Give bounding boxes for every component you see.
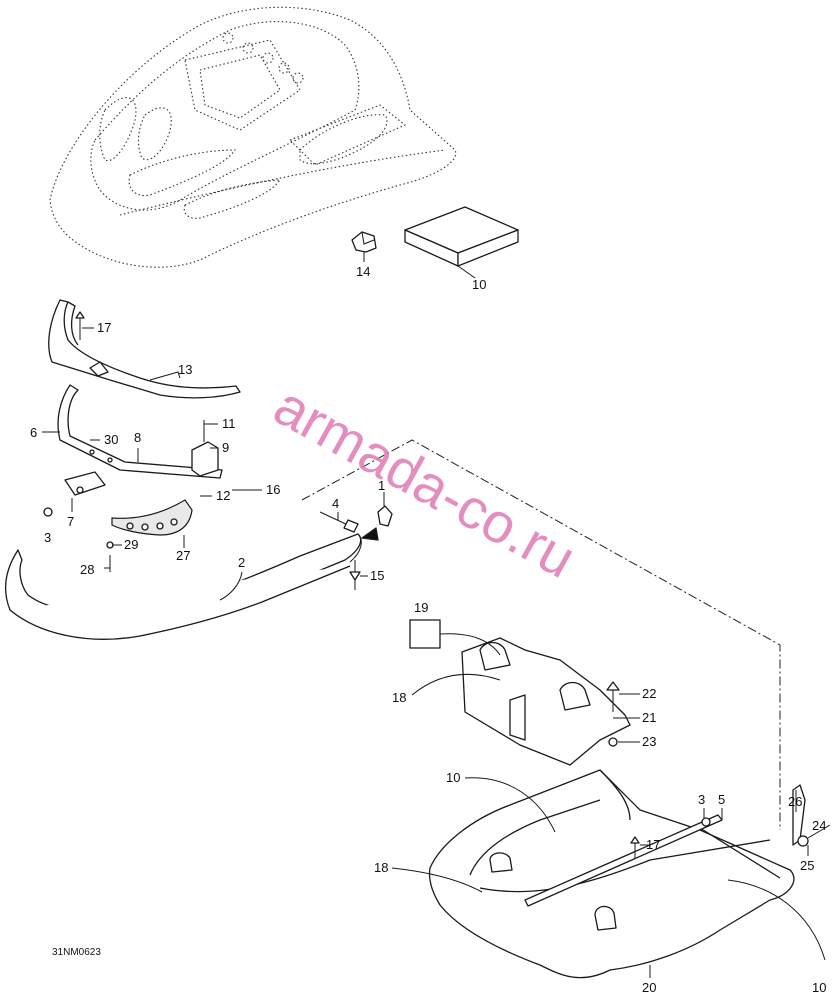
callout-14: 14 (356, 264, 370, 279)
callout-10-pan: 10 (812, 980, 826, 995)
part-4-bolt (319, 511, 359, 533)
callout-26: 26 (788, 794, 802, 809)
callout-30: 30 (104, 432, 118, 447)
part-17-screw-top (75, 311, 85, 340)
callout-10-lower: 10 (446, 770, 460, 785)
callout-18-lower: 18 (374, 860, 388, 875)
callout-3-left: 3 (44, 530, 51, 545)
callout-1: 1 (378, 478, 385, 493)
callout-29: 29 (124, 537, 138, 552)
callout-27: 27 (176, 548, 190, 563)
callout-17-top: 17 (97, 320, 111, 335)
callout-24: 24 (812, 818, 826, 833)
part-18-support-upper (461, 637, 631, 766)
part-15-screw (349, 560, 361, 590)
reference-line (301, 439, 781, 830)
callout-22: 22 (642, 686, 656, 701)
callout-8: 8 (134, 430, 141, 445)
callout-16: 16 (266, 482, 280, 497)
callout-2: 2 (238, 555, 245, 570)
part-1-clip (361, 505, 393, 541)
callout-7: 7 (67, 514, 74, 529)
part-14-clip (351, 231, 377, 253)
leader-lines (42, 252, 826, 978)
callout-12: 12 (216, 488, 230, 503)
part-22-21-23-fasteners (606, 681, 620, 747)
part-6-support (57, 384, 223, 479)
callout-20: 20 (642, 980, 656, 995)
callout-15: 15 (370, 568, 384, 583)
callout-18-upper: 18 (392, 690, 406, 705)
callout-11: 11 (222, 416, 236, 431)
callout-17-lower: 17 (646, 837, 660, 852)
drawing-code: 31NM0623 (52, 947, 101, 958)
callout-25: 25 (800, 858, 814, 873)
callout-3-right: 3 (698, 792, 705, 807)
callout-5: 5 (718, 792, 725, 807)
callouts: 14 10 17 13 11 6 30 8 9 16 12 4 1 7 3 29… (30, 264, 826, 995)
hood-outline (49, 6, 457, 268)
part-20-belly-pan (428, 769, 795, 979)
callout-6: 6 (30, 425, 37, 440)
part-7-bracket (64, 471, 106, 496)
part-2-bumper (4, 533, 362, 640)
callout-13: 13 (178, 362, 192, 377)
callout-23: 23 (642, 734, 656, 749)
part-19-label (409, 619, 441, 649)
part-13-plate (48, 299, 241, 399)
part-3-nut-left (43, 507, 53, 517)
callout-19: 19 (414, 600, 428, 615)
part-27-bracket (111, 499, 193, 536)
callout-4: 4 (332, 496, 339, 511)
part-9-bracket (191, 420, 219, 477)
callout-10-pad: 10 (472, 277, 486, 292)
part-10-pad (404, 206, 519, 267)
callout-9: 9 (222, 440, 229, 455)
callout-28: 28 (80, 562, 94, 577)
part-17-screw-lower (630, 836, 640, 858)
callout-21: 21 (642, 710, 656, 725)
